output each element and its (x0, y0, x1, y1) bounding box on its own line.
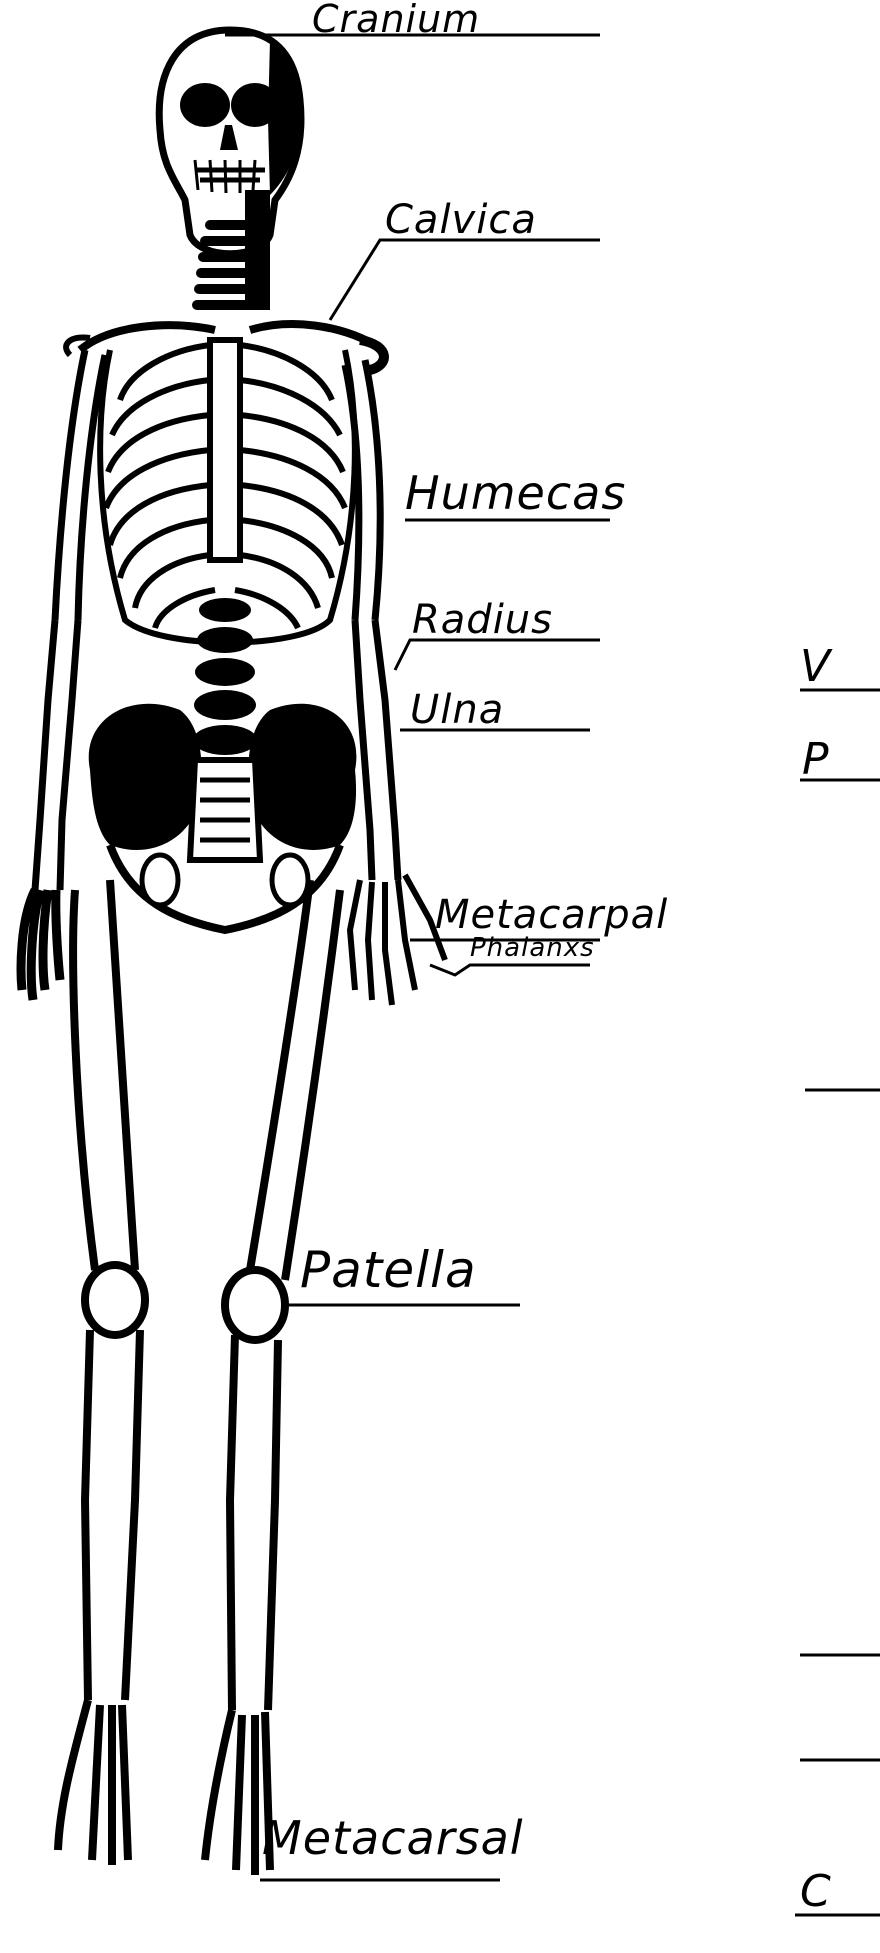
label-metatarsal: Metacarsal (262, 1815, 524, 1861)
label-partial-right-mid: P (802, 738, 830, 782)
label-partial-right-bottom: C (800, 1870, 832, 1914)
label-radius: Radius (412, 600, 553, 640)
label-patella: Patella (300, 1245, 477, 1295)
label-metacarpal: Metacarpal (435, 895, 668, 935)
label-ulna: Ulna (410, 690, 504, 730)
leader-lines (225, 35, 880, 1915)
label-clavicle: Calvica (385, 200, 537, 240)
right-leg (205, 880, 340, 1875)
label-phalanges: Phalanxs (470, 935, 595, 961)
label-partial-right-top: V (800, 645, 831, 689)
lumbar-spine (193, 598, 257, 755)
rib-cage (100, 340, 355, 643)
left-leg (58, 880, 145, 1865)
label-cranium: Cranium (312, 0, 480, 38)
right-arm (345, 360, 445, 1005)
label-humerus: Humecas (405, 470, 626, 516)
left-arm (21, 350, 105, 1000)
